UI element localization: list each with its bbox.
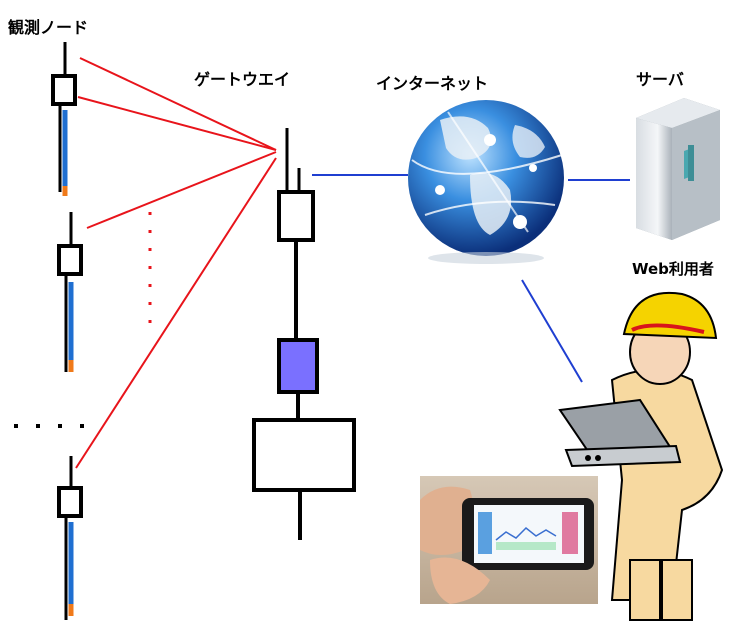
web-user-label: Web利用者 [632,260,714,278]
radio-link-node-2 [86,151,277,229]
worker-with-laptop-icon [558,291,724,621]
globe-icon [408,100,564,264]
link-internet-user [521,279,583,383]
radio-link-node-1b [77,96,277,151]
observation-node-1 [51,42,77,196]
server-icon [636,98,720,240]
radio-links [75,57,277,469]
network-links [312,174,630,383]
observation-node-2 [57,212,83,372]
gateway-label: ゲートウエイ [194,70,291,89]
smartphone-photo-icon [420,476,598,604]
internet-label: インターネット [376,74,489,93]
observation-node-label: 観測ノード [8,18,89,37]
radio-link-node-1 [79,57,277,151]
radio-link-node-3 [75,157,277,469]
server-label: サーバ [636,70,684,89]
more-nodes-dots-horizontal [14,424,84,428]
gateway-device [252,128,356,540]
observation-node-3 [57,456,83,620]
